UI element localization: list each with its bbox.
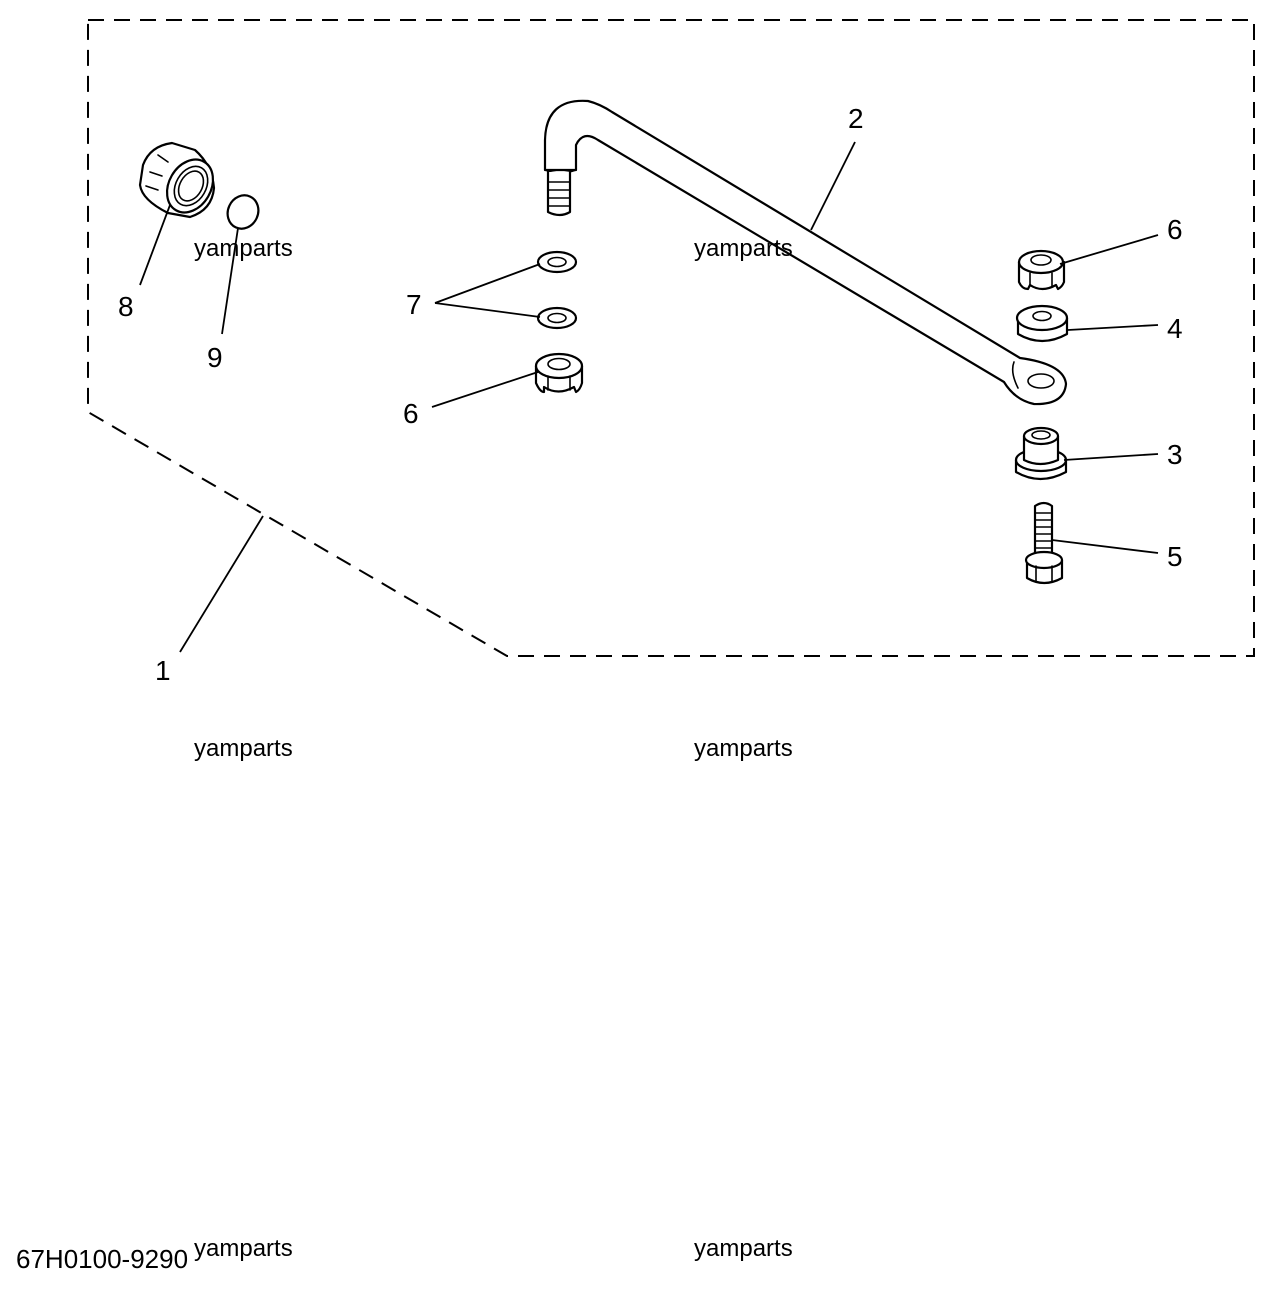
part-2-link-rod [543,99,1068,406]
callout-7: 7 [406,289,422,320]
part-7-washers [536,250,578,330]
part-4-bushing [1015,304,1069,343]
callout-3: 3 [1167,439,1183,470]
callout-8: 8 [118,291,134,322]
callout-6-right: 6 [1167,214,1183,245]
leader-lines [139,141,1159,653]
callout-1: 1 [155,655,171,686]
watermark: yamparts [194,235,293,262]
watermark: yamparts [694,735,793,762]
watermark: yamparts [694,235,793,262]
callout-9: 9 [207,342,223,373]
part-9-o-ring [226,194,260,230]
callout-5: 5 [1167,541,1183,572]
callout-2: 2 [848,103,864,134]
callout-4: 4 [1167,313,1183,344]
watermark: yamparts [194,1235,293,1262]
kit-boundary [87,19,1255,657]
part-5-bolt [1024,501,1064,585]
part-8-nut [138,141,216,219]
watermark: yamparts [694,1235,793,1262]
drawing-code: 67H0100-9290 [16,1244,188,1274]
callout-6-left: 6 [403,398,419,429]
part-6-nut-right [1017,249,1066,291]
part-6-nut-left [534,352,584,394]
watermark: yamparts [194,735,293,762]
part-3-collar [1014,426,1068,481]
